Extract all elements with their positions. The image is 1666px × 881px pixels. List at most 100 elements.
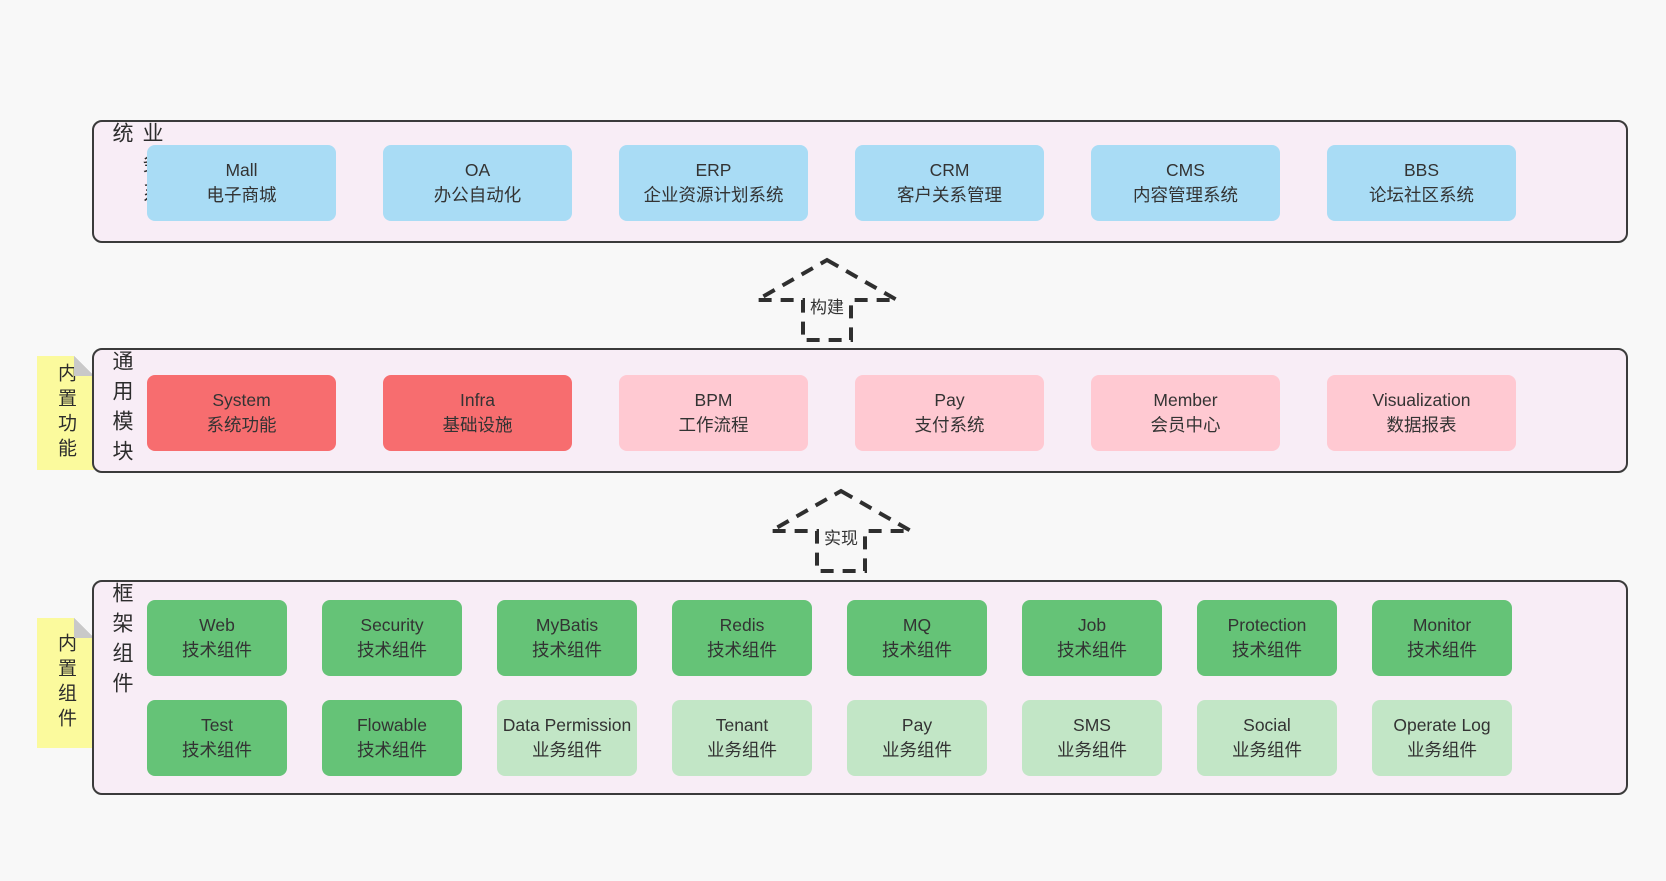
module-box-text: Pay 支付系统 bbox=[915, 388, 985, 439]
module-name: Tenant bbox=[715, 714, 769, 735]
module-description: 技术组件 bbox=[1231, 640, 1302, 660]
module-box: OA 办公自动化 bbox=[383, 145, 572, 221]
module-name: Pay bbox=[934, 389, 965, 410]
module-box: CRM 客户关系管理 bbox=[855, 145, 1044, 221]
module-box-text: Social 业务组件 bbox=[1232, 713, 1302, 764]
module-box: Operate Log 业务组件 bbox=[1372, 700, 1512, 776]
module-box: CMS 内容管理系统 bbox=[1091, 145, 1280, 221]
module-box: Protection 技术组件 bbox=[1197, 600, 1337, 676]
module-description: 工作流程 bbox=[678, 415, 749, 435]
module-box: Mall 电子商城 bbox=[147, 145, 336, 221]
module-description: 企业资源计划系统 bbox=[643, 185, 784, 205]
module-box-text: MyBatis 技术组件 bbox=[532, 613, 602, 664]
module-description: 技术组件 bbox=[1407, 640, 1477, 660]
module-name: Visualization bbox=[1372, 389, 1471, 410]
sticky-note-text: 内置组件 bbox=[55, 633, 76, 733]
band-common-modules: 通用模块 System 系统功能 Infra 基础设施 bbox=[92, 348, 1628, 473]
module-name: SMS bbox=[1073, 714, 1111, 735]
module-description: 业务组件 bbox=[707, 740, 777, 760]
module-name: Redis bbox=[719, 614, 765, 635]
module-name: ERP bbox=[695, 159, 732, 180]
module-description: 技术组件 bbox=[357, 640, 427, 660]
sticky-fold-corner-icon bbox=[74, 356, 94, 376]
module-box-text: CMS 内容管理系统 bbox=[1133, 158, 1238, 209]
module-name: BPM bbox=[694, 389, 733, 410]
module-box: Pay 支付系统 bbox=[855, 375, 1044, 451]
module-box: Security 技术组件 bbox=[322, 600, 462, 676]
module-description: 业务组件 bbox=[1232, 740, 1302, 760]
band-framework-components: 框架组件 Web 技术组件 Security 技术组件 bbox=[92, 580, 1628, 795]
module-description: 内容管理系统 bbox=[1133, 185, 1238, 205]
module-box: Social 业务组件 bbox=[1197, 700, 1337, 776]
module-description: 技术组件 bbox=[707, 640, 777, 660]
module-box: MQ 技术组件 bbox=[847, 600, 987, 676]
module-box-text: BPM 工作流程 bbox=[679, 388, 749, 439]
module-box-text: System 系统功能 bbox=[207, 388, 277, 439]
module-description: 技术组件 bbox=[1057, 640, 1127, 660]
module-box-text: SMS 业务组件 bbox=[1057, 713, 1127, 764]
module-description: 技术组件 bbox=[532, 640, 602, 660]
module-description: 支付系统 bbox=[914, 415, 985, 435]
band-label: 通用模块 bbox=[110, 350, 133, 470]
module-description: 系统功能 bbox=[206, 415, 277, 435]
module-name: Security bbox=[360, 614, 424, 635]
module-box-text: Pay 业务组件 bbox=[882, 713, 952, 764]
module-name: Monitor bbox=[1412, 614, 1472, 635]
module-name: Mall bbox=[225, 159, 258, 180]
box-row: System 系统功能 Infra 基础设施 BPM 工作流程 bbox=[94, 375, 1626, 451]
module-name: Member bbox=[1153, 389, 1218, 410]
module-box-text: Security 技术组件 bbox=[357, 613, 427, 664]
module-box: Web 技术组件 bbox=[147, 600, 287, 676]
module-box: Pay 业务组件 bbox=[847, 700, 987, 776]
module-description: 电子商城 bbox=[206, 185, 277, 205]
module-name: Pay bbox=[901, 714, 933, 735]
module-description: 数据报表 bbox=[1386, 415, 1457, 435]
module-name: Web bbox=[199, 614, 235, 635]
module-box-text: Redis 技术组件 bbox=[707, 613, 777, 664]
module-description: 业务组件 bbox=[882, 740, 952, 760]
module-box: SMS 业务组件 bbox=[1022, 700, 1162, 776]
arrow-implement: 实现 bbox=[751, 487, 931, 575]
dashed-up-arrow-icon bbox=[749, 257, 905, 342]
module-name: CRM bbox=[929, 159, 970, 180]
arrow-label: 构建 bbox=[806, 292, 848, 319]
module-name: Infra bbox=[459, 389, 496, 410]
module-box-text: Monitor 技术组件 bbox=[1407, 613, 1477, 664]
module-description: 基础设施 bbox=[442, 415, 513, 435]
box-row: Web 技术组件 Security 技术组件 MyBatis 技术组件 bbox=[94, 600, 1626, 676]
band-business-systems: 业务系统 Mall 电子商城 OA 办公自动化 bbox=[92, 120, 1628, 243]
module-box: Job 技术组件 bbox=[1022, 600, 1162, 676]
box-row: Test 技术组件 Flowable 技术组件 Data Permission … bbox=[94, 700, 1626, 776]
module-box: MyBatis 技术组件 bbox=[497, 600, 637, 676]
module-box-text: OA 办公自动化 bbox=[434, 158, 522, 209]
module-description: 会员中心 bbox=[1150, 415, 1221, 435]
module-name: MQ bbox=[902, 614, 932, 635]
module-box-text: Tenant 业务组件 bbox=[707, 713, 777, 764]
module-box: Member 会员中心 bbox=[1091, 375, 1280, 451]
module-box-text: Operate Log 业务组件 bbox=[1393, 713, 1490, 764]
module-box: Infra 基础设施 bbox=[383, 375, 572, 451]
module-name: Data Permission bbox=[502, 714, 632, 735]
module-description: 业务组件 bbox=[531, 740, 602, 760]
box-row: Mall 电子商城 OA 办公自动化 ERP 企业资源计划系统 bbox=[94, 145, 1626, 221]
module-box-text: Web 技术组件 bbox=[182, 613, 252, 664]
module-box: Tenant 业务组件 bbox=[672, 700, 812, 776]
module-name: Operate Log bbox=[1393, 714, 1491, 735]
module-name: OA bbox=[464, 159, 491, 180]
module-box-text: Data Permission 业务组件 bbox=[503, 713, 631, 764]
module-box: Flowable 技术组件 bbox=[322, 700, 462, 776]
arrow-build: 构建 bbox=[737, 256, 917, 344]
module-box-text: CRM 客户关系管理 bbox=[897, 158, 1002, 209]
sticky-note-text: 内置功能 bbox=[55, 363, 76, 463]
module-name: BBS bbox=[1403, 159, 1440, 180]
module-box: BBS 论坛社区系统 bbox=[1327, 145, 1516, 221]
module-box: Test 技术组件 bbox=[147, 700, 287, 776]
module-box: Visualization 数据报表 bbox=[1327, 375, 1516, 451]
module-description: 客户关系管理 bbox=[897, 185, 1002, 205]
module-name: Protection bbox=[1227, 614, 1307, 635]
module-box-text: BBS 论坛社区系统 bbox=[1369, 158, 1474, 209]
module-box-text: Protection 技术组件 bbox=[1228, 613, 1307, 664]
module-description: 办公自动化 bbox=[433, 185, 522, 205]
module-box-text: Test 技术组件 bbox=[182, 713, 252, 764]
